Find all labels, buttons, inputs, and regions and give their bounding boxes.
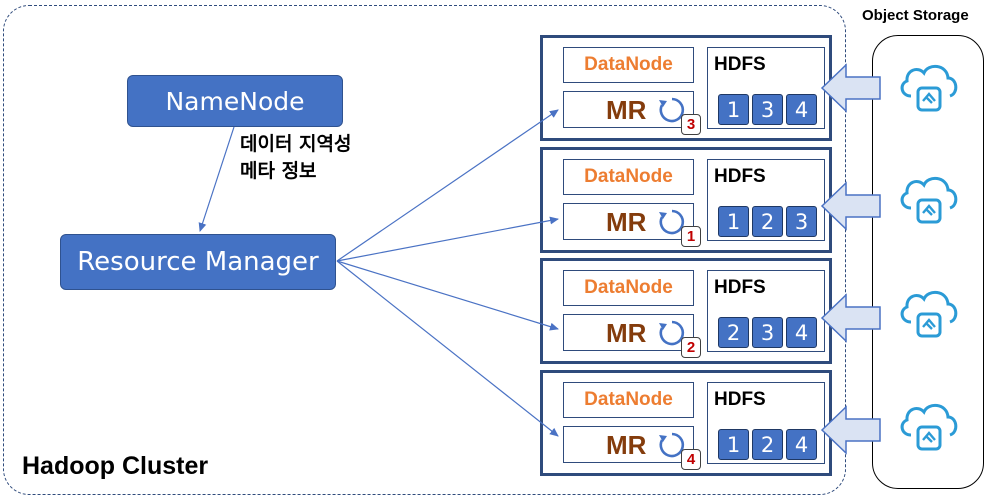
mr-box: MR 3 (563, 91, 701, 135)
hdfs-block: 2 (718, 317, 749, 348)
hadoop-cluster-boundary (3, 5, 846, 495)
locality-note: 데이터 지역성 메타 정보 (240, 131, 352, 185)
cloud-storage-icon (900, 176, 958, 224)
storage-to-hdfs-arrow (820, 293, 881, 343)
hdfs-block: 3 (752, 317, 783, 348)
cycle-icon (659, 432, 685, 458)
namenode-box: NameNode (127, 75, 343, 127)
datanode-box: DataNode (563, 159, 694, 195)
cycle-icon (659, 320, 685, 346)
mr-box: MR 2 (563, 314, 701, 358)
hdfs-label: HDFS (714, 277, 766, 298)
hdfs-block: 3 (786, 206, 817, 237)
hdfs-box: HDFS 2 3 4 (707, 270, 825, 352)
mr-step-badge: 3 (681, 114, 701, 135)
hdfs-box: HDFS 1 2 4 (707, 382, 825, 464)
hdfs-block: 1 (718, 429, 749, 460)
storage-to-hdfs-arrow (820, 181, 881, 231)
hdfs-block: 1 (718, 94, 749, 125)
mr-step-badge: 2 (681, 337, 701, 358)
storage-to-hdfs-arrow (820, 63, 881, 113)
mr-label: MR (606, 95, 647, 125)
mr-step-badge: 1 (681, 226, 701, 247)
hdfs-block: 4 (786, 429, 817, 460)
storage-to-hdfs-arrow (820, 405, 881, 455)
hdfs-label: HDFS (714, 389, 766, 410)
cloud-storage-icon (900, 290, 958, 338)
cloud-storage-icon (900, 403, 958, 451)
hdfs-box: HDFS 1 2 3 (707, 159, 825, 241)
hdfs-block: 4 (786, 317, 817, 348)
mr-step-badge: 4 (681, 449, 701, 470)
mr-label: MR (606, 430, 647, 460)
mr-label: MR (606, 318, 647, 348)
cloud-storage-icon (900, 64, 958, 112)
hdfs-label: HDFS (714, 166, 766, 187)
cluster-label: Hadoop Cluster (22, 452, 209, 480)
hdfs-block: 4 (786, 94, 817, 125)
datanode-box: DataNode (563, 47, 694, 83)
hdfs-block: 2 (752, 206, 783, 237)
hdfs-box: HDFS 1 3 4 (707, 47, 825, 129)
worker-node: DataNode MR 3 HDFS 1 3 4 (540, 35, 832, 141)
cycle-icon (659, 209, 685, 235)
cycle-icon (659, 97, 685, 123)
resource-manager-box: Resource Manager (60, 234, 336, 290)
mr-label: MR (606, 207, 647, 237)
worker-node: DataNode MR 2 HDFS 2 3 4 (540, 258, 832, 364)
mr-box: MR 1 (563, 203, 701, 247)
datanode-box: DataNode (563, 270, 694, 306)
hdfs-label: HDFS (714, 54, 766, 75)
hdfs-block: 2 (752, 429, 783, 460)
worker-node: DataNode MR 4 HDFS 1 2 4 (540, 370, 832, 476)
hdfs-block: 1 (718, 206, 749, 237)
worker-node: DataNode MR 1 HDFS 1 2 3 (540, 147, 832, 253)
mr-box: MR 4 (563, 426, 701, 470)
object-storage-title: Object Storage (862, 7, 969, 24)
hdfs-block: 3 (752, 94, 783, 125)
locality-note-line1: 데이터 지역성 (240, 133, 352, 155)
locality-note-line2: 메타 정보 (240, 160, 317, 182)
datanode-box: DataNode (563, 382, 694, 418)
